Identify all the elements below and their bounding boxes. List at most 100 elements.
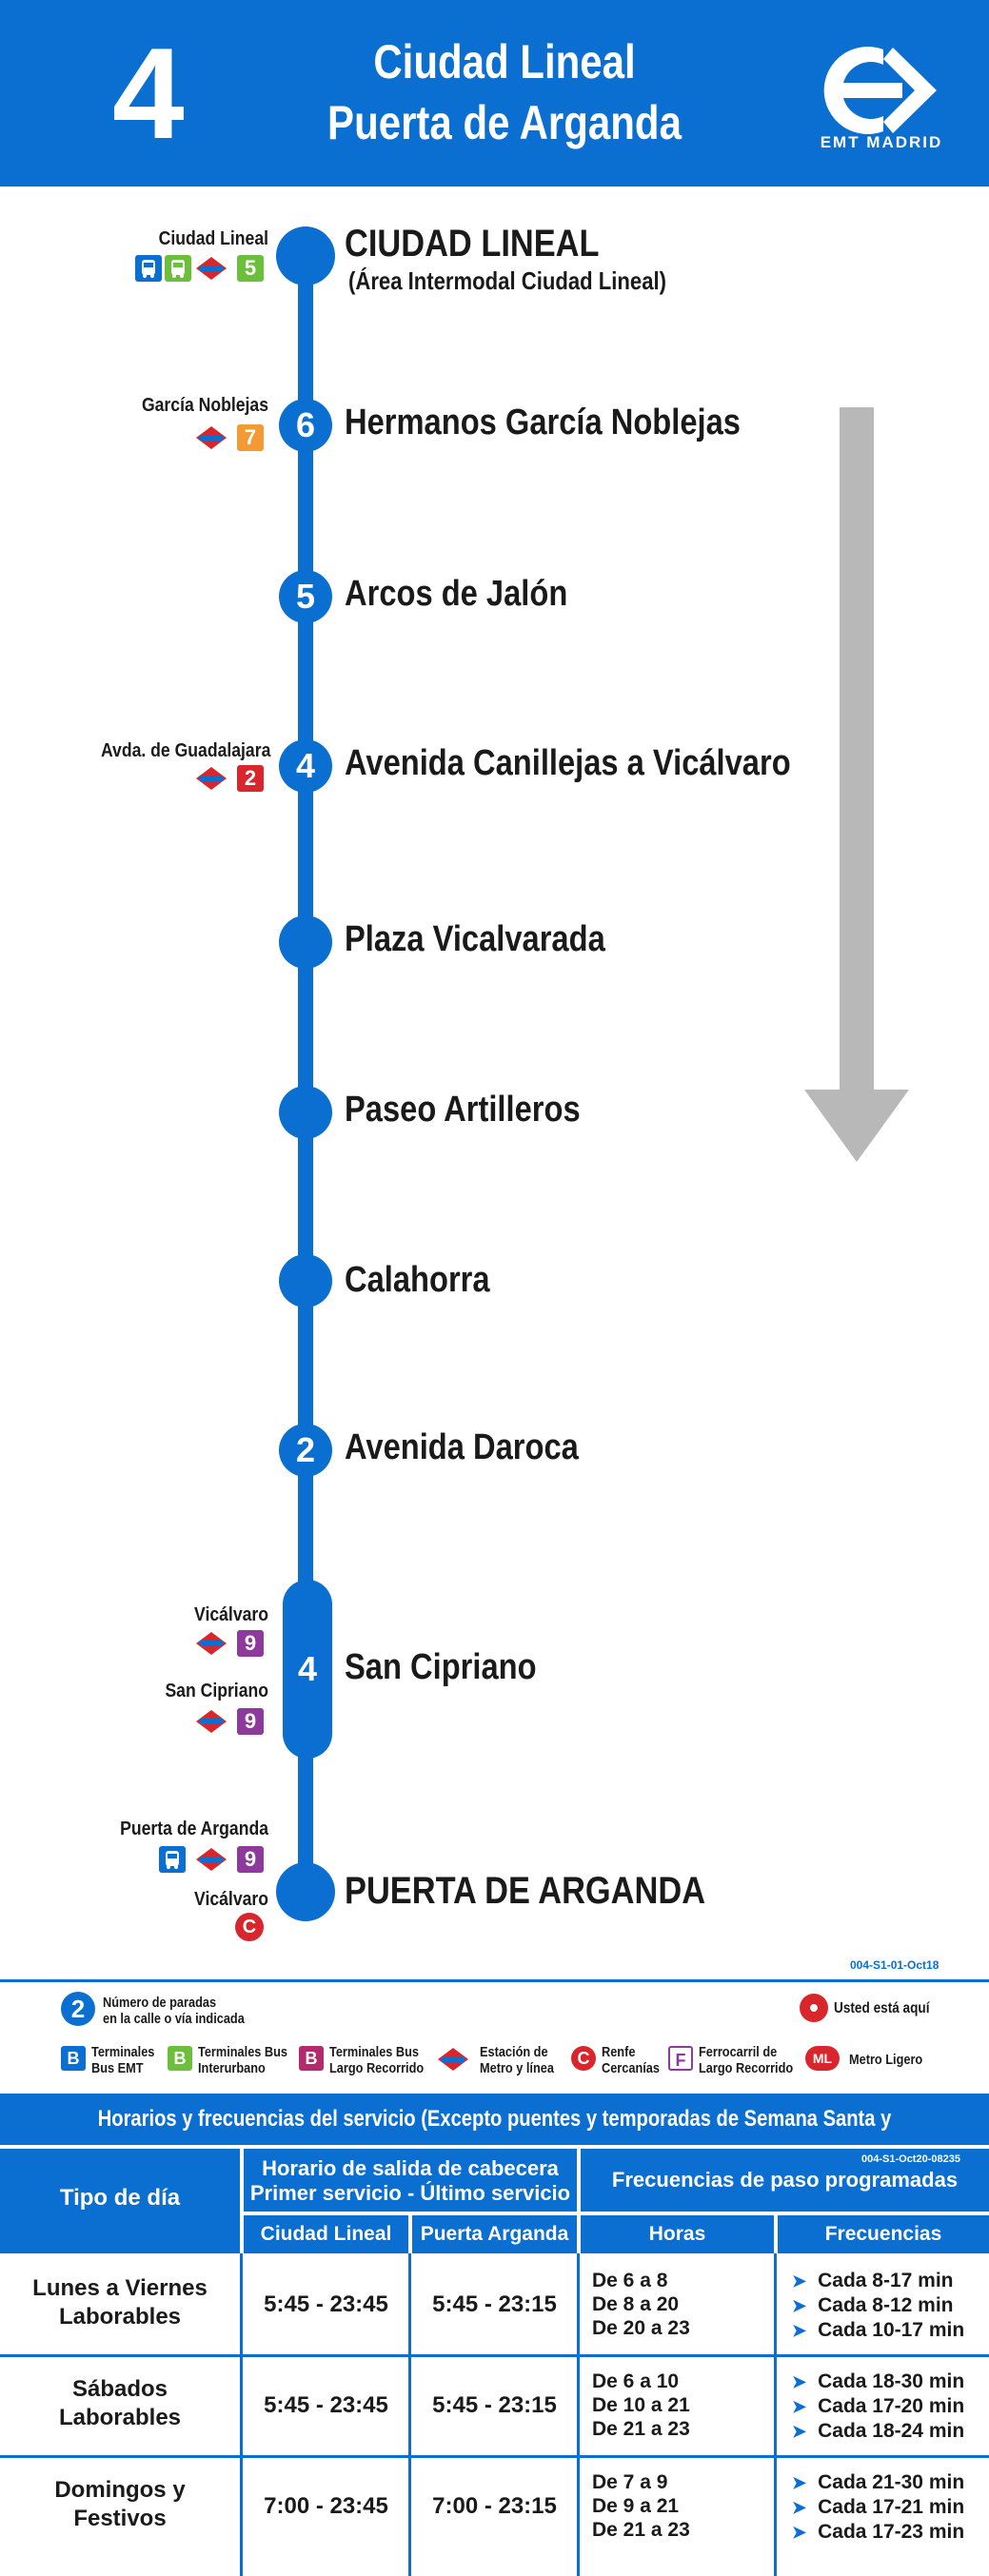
metro-line-9-icon: 9 [237,1630,264,1657]
freq-item: Cada 8-12 min [792,2293,964,2318]
row-day-weekdays: Lunes a Viernes Laborables [0,2274,240,2331]
line-number: 4 [112,21,185,166]
freq-item: Cada 10-17 min [792,2318,964,2343]
legend-bus-emt-l2: Bus EMT [91,2060,144,2076]
freq-item: Cada 17-20 min [792,2394,964,2419]
stop-name-calahorra: Calahorra [345,1260,490,1300]
stops-count-badge: 2 [295,1430,316,1469]
connection-label-guadalajara: Avda. de Guadalajara [101,740,271,761]
hours-range: De 21 a 23 [592,2418,690,2440]
legend-stops-number-line1: Número de paradas [103,1995,217,2011]
day-label-line1: Sábados [71,2376,168,2402]
stop-marker-puerta-de-arganda [276,1862,335,1921]
table-divider [240,2253,243,2576]
first-last-dest: 5:45 - 23:15 [432,2291,557,2317]
metro-icon [196,1848,227,1871]
stop-marker-avenida-daroca: 2 [279,1424,332,1477]
bus-interurbano-icon: B [168,2046,192,2071]
stop-name-paseo-artilleros: Paseo Artilleros [345,1090,581,1130]
stop-name-canillejas: Avenida Canillejas a Vicálvaro [345,743,791,783]
schedule-code: 004-S1-Oct20-08235 [861,2153,960,2165]
col-salida-line1: Horario de salida de cabecera [262,2156,559,2180]
bus-emt-icon [159,1846,186,1873]
hours-range: De 8 a 20 [592,2293,680,2315]
metro-ligero-icon: ML [805,2046,840,2071]
legend-stops-number-line2: en la calle o vía indicada [103,2011,245,2027]
direction-arrow-shaft [840,407,874,1092]
col-salida-header: Horario de salida de cabecera Primer ser… [244,2149,577,2212]
freq-item: Cada 21-30 min [792,2470,964,2495]
connection-label-vicalvaro-renfe: Vicálvaro [194,1889,268,1910]
first-last-origin: 5:45 - 23:45 [264,2392,388,2418]
hours-list: De 6 a 8 De 8 a 20 De 20 a 23 [592,2269,690,2340]
hours-list: De 7 a 9 De 9 a 21 De 21 a 23 [592,2470,690,2542]
emt-brand-text: EMT MADRID [820,133,943,151]
first-last-dest: 7:00 - 23:15 [432,2493,557,2519]
stops-count-badge: 5 [295,577,316,616]
day-label-line2: Festivos [73,2506,167,2531]
hours-range: De 7 a 9 [592,2471,668,2493]
bus-emt-icon: B [61,2046,86,2071]
subcol-puerta-arganda: Puerta Arganda [412,2215,577,2253]
stops-number-icon: 2 [61,1992,95,2026]
route-line [298,249,313,1891]
ferrocarril-icon: F [668,2046,693,2071]
stops-count-badge: 6 [295,405,316,444]
table-row-divider [0,2354,989,2357]
connection-label-san-cipriano: San Cipriano [165,1681,268,1701]
stop-name-arcos-de-jalon: Arcos de Jalón [345,574,568,614]
stops-count-badge: 4 [295,746,316,785]
connection-label-vicalvaro: Vicálvaro [194,1604,268,1625]
stop-marker-arcos-de-jalon: 5 [279,570,332,623]
first-last-origin: 5:45 - 23:45 [264,2291,388,2317]
stop-subtitle-ciudad-lineal: (Área Intermodal Ciudad Lineal) [348,266,667,295]
day-label-line2: Laborables [58,2405,182,2430]
direction-arrow-icon [804,1090,909,1162]
hours-range: De 21 a 23 [592,2519,690,2541]
freq-item: Cada 18-24 min [792,2419,964,2444]
subcol-horas: Horas [581,2215,774,2253]
hours-range: De 6 a 10 [592,2370,680,2392]
stop-marker-calahorra [279,1254,332,1308]
freq-list: Cada 18-30 min Cada 17-20 min Cada 18-24… [792,2370,964,2444]
legend-renfe-l2: Cercanías [602,2060,660,2076]
bus-interurbano-icon [165,255,191,282]
day-label-line2: Laborables [58,2304,182,2330]
metro-line-9-icon: 9 [237,1708,264,1735]
stop-marker-canillejas: 4 [279,739,332,793]
col-day-label: Tipo de día [59,2185,181,2211]
you-are-here-icon [800,1994,828,2022]
first-last-dest: 5:45 - 23:15 [432,2392,557,2418]
table-divider [408,2253,411,2576]
freq-item: Cada 17-21 min [792,2495,964,2520]
col-salida-line2: Primer servicio - Último servicio [249,2181,571,2205]
legend-ferrocarril-l1: Ferrocarril de [699,2044,778,2060]
legend-ferrocarril-l2: Largo Recorrido [699,2060,794,2076]
row-day-saturdays: Sábados Laborables [0,2375,240,2432]
freq-item: Cada 18-30 min [792,2370,964,2394]
freq-list: Cada 21-30 min Cada 17-21 min Cada 17-23… [792,2470,964,2545]
metro-line-7-icon: 7 [237,424,264,451]
connection-label-puerta-de-arganda: Puerta de Arganda [120,1819,268,1839]
metro-icon [438,2048,468,2071]
connection-label-garcia-noblejas: García Noblejas [141,395,268,416]
freq-item: Cada 8-17 min [792,2269,964,2293]
subcol-ciudad-lineal: Ciudad Lineal [244,2215,408,2253]
hours-range: De 20 a 23 [592,2317,690,2339]
legend-largo-recorrido-l1: Terminales Bus [329,2044,420,2060]
renfe-cercanias-icon: C [571,2046,596,2071]
stop-marker-ciudad-lineal [276,226,335,285]
legend-metro-l1: Estación de [480,2044,548,2060]
day-label-line1: Domingos y [54,2477,186,2503]
stop-name-puerta-de-arganda: PUERTA DE ARGANDA [345,1870,706,1912]
freq-list: Cada 8-17 min Cada 8-12 min Cada 10-17 m… [792,2269,964,2343]
stop-name-plaza-vicalvarada: Plaza Vicalvarada [345,919,605,959]
hours-range: De 9 a 21 [592,2495,680,2517]
subcol-frecuencias: Frecuencias [778,2215,989,2253]
stop-name-san-cipriano: San Cipriano [345,1647,537,1687]
table-divider [577,2253,580,2576]
legend-renfe-l1: Renfe [602,2044,636,2060]
legend-metro-ligero: Metro Ligero [849,2052,923,2068]
metro-line-9-icon: 9 [237,1846,264,1873]
metro-icon [196,767,227,790]
